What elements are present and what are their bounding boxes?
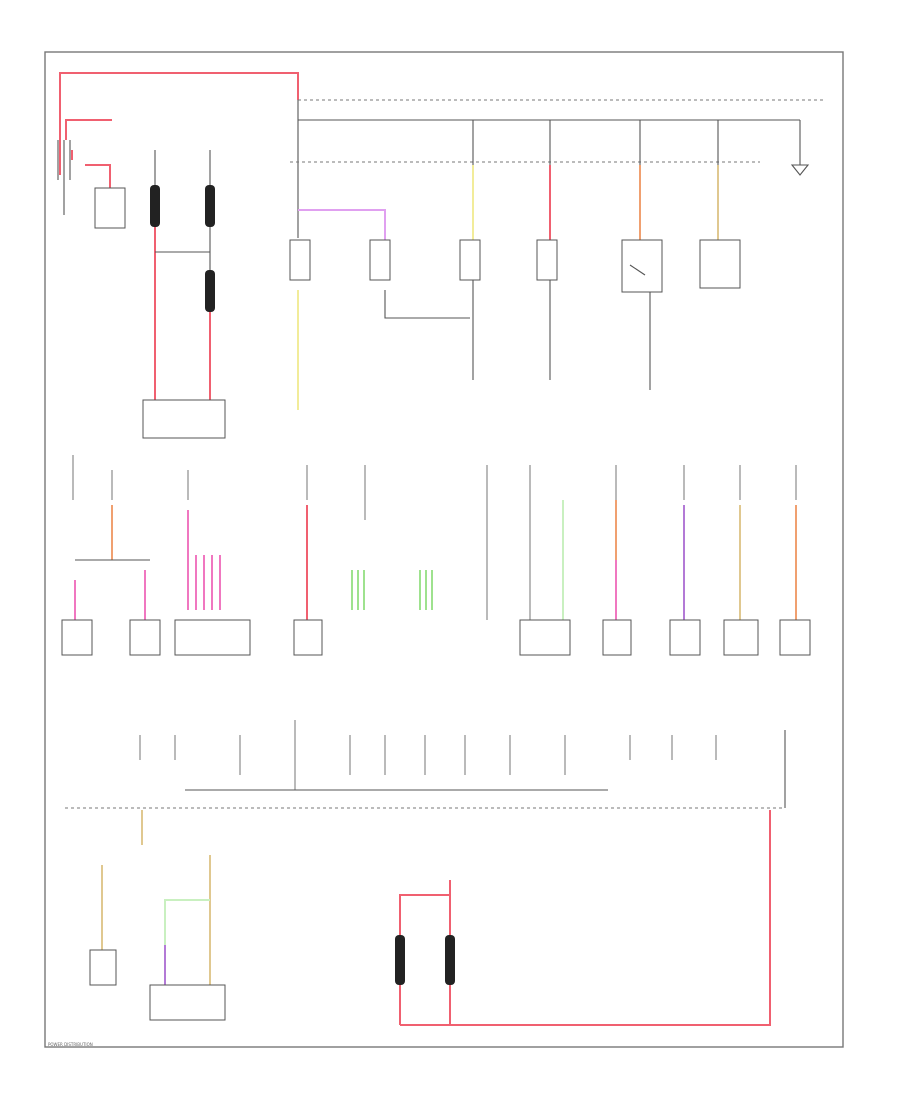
mid-circuit-white: [486, 465, 571, 656]
lower-fuse-row: [139, 720, 717, 791]
mid-circuit-connector-block: [174, 470, 251, 656]
top-circuit-relay: [621, 120, 663, 390]
mid-circuit-3: [293, 465, 323, 656]
top-circuit-3: [459, 120, 481, 380]
battery-feed-loop: [59, 72, 299, 188]
fusible-link-left: [150, 150, 160, 400]
top-circuit-6: [699, 120, 741, 289]
mid-circuit-violet: [669, 465, 701, 656]
mid-circuit-1: [61, 470, 161, 656]
mid-circuit-tan: [723, 465, 759, 656]
mid-circuit-green-1: [351, 465, 433, 610]
top-circuit-1: [289, 209, 386, 410]
lower-left-circuit: [89, 810, 143, 986]
fusible-link-right: [205, 150, 215, 400]
top-circuit-4: [536, 120, 558, 380]
corner-label: POWER DISTRIBUTION: [48, 1042, 93, 1047]
mid-circuit-salmon: [779, 465, 811, 656]
lower-fusible-links: [395, 810, 771, 1026]
lower-junction-circuit: [149, 855, 226, 1021]
mid-circuit-orange-pink: [602, 465, 632, 656]
battery-symbol: [57, 140, 126, 229]
diagram-frame: [44, 51, 844, 1048]
generator-box: [142, 399, 226, 439]
top-circuit-2: [369, 239, 470, 319]
ground-symbol-right: [790, 164, 810, 176]
